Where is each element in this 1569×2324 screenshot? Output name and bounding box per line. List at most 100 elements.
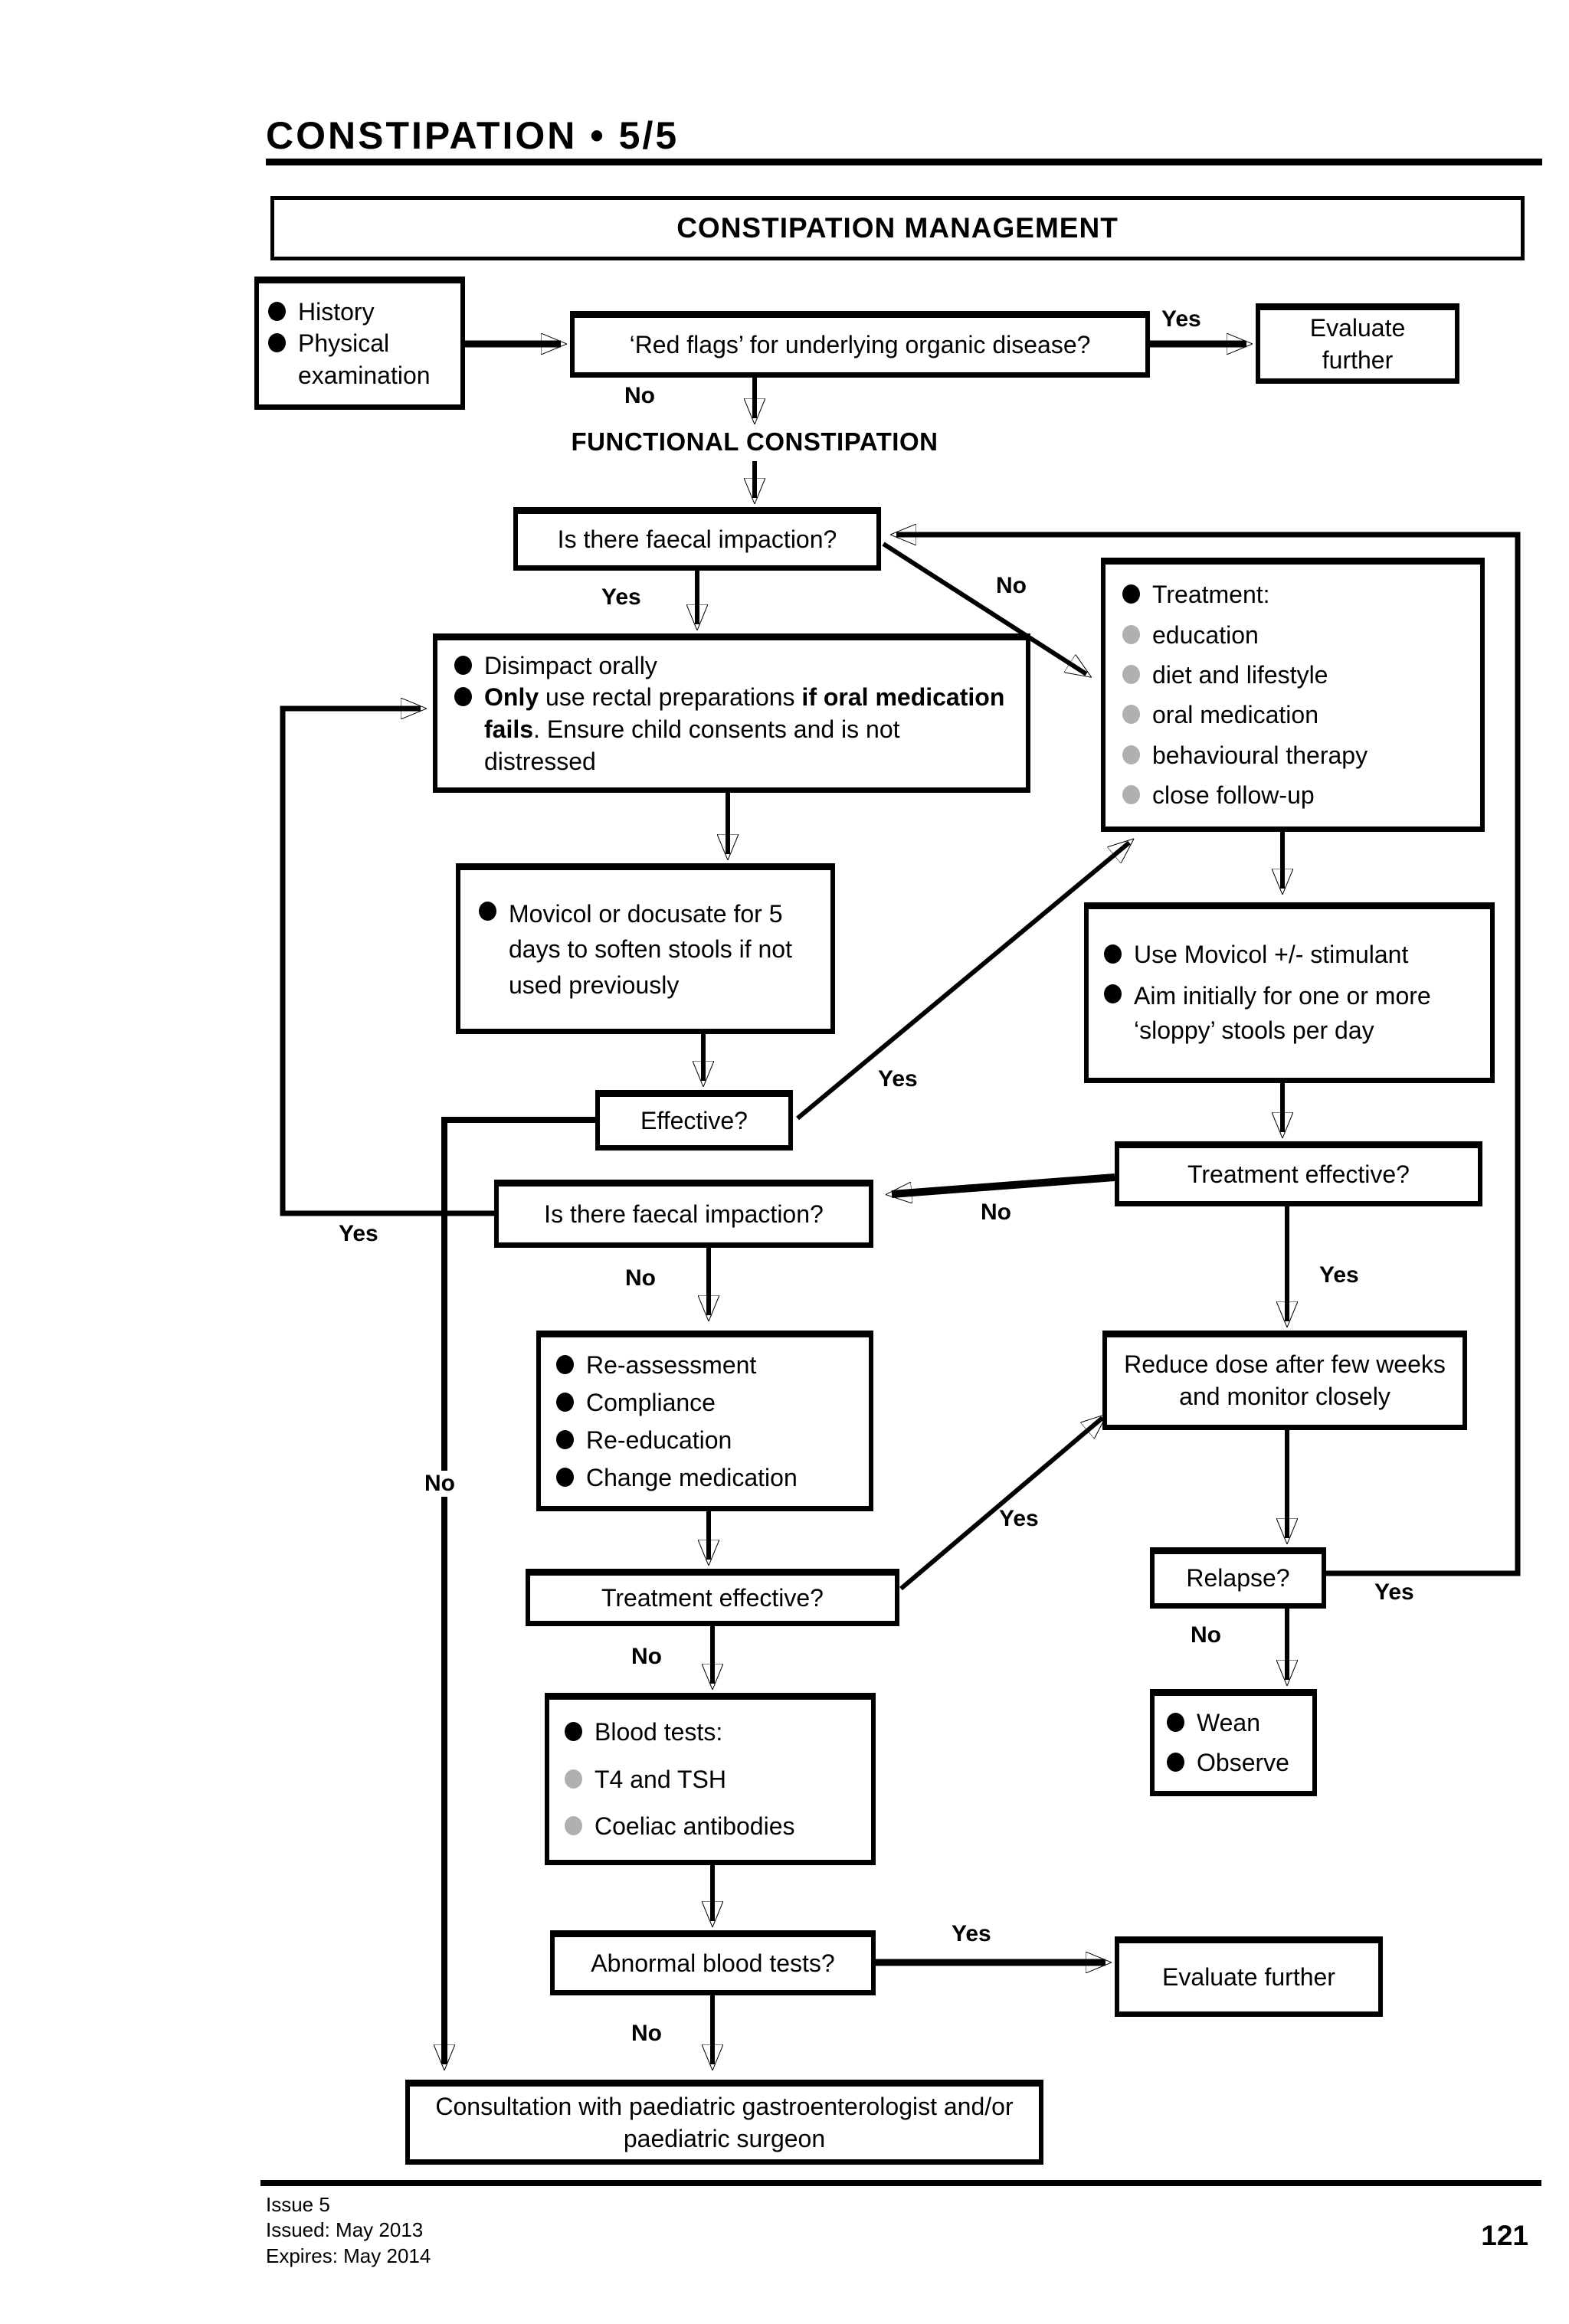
observe-item: Observe [1197, 1749, 1289, 1777]
bullet-icon [268, 333, 286, 353]
wean-item: Wean [1197, 1709, 1261, 1737]
node-abnormal-blood-tests: Abnormal blood tests? [550, 1930, 876, 1995]
bullet-icon [1167, 1753, 1184, 1772]
node-wean-observe: Wean Observe [1150, 1689, 1317, 1796]
list-item: diet and lifestyle [1122, 660, 1463, 692]
page-number: 121 [1481, 2220, 1528, 2251]
bold-text: Only [484, 683, 539, 712]
reduce-dose-text: Reduce dose after few weeks and monitor … [1124, 1350, 1446, 1410]
treatment-effective-mid-text: Treatment effective? [601, 1583, 824, 1612]
edge-teff-right-no [892, 1173, 1115, 1194]
physical-exam-item: Physical examination [298, 329, 431, 389]
banner-constipation-management: CONSTIPATION MANAGEMENT [270, 196, 1525, 260]
node-relapse: Relapse? [1150, 1547, 1326, 1609]
bullet-icon [1167, 1713, 1184, 1733]
list-item: Re-assessment [556, 1350, 853, 1382]
bullet-icon [556, 1354, 574, 1374]
edge-label-faecal2-yes: Yes [339, 1221, 378, 1246]
reassessment-item: Re-assessment [586, 1350, 757, 1379]
list-item: T4 and TSH [565, 1764, 856, 1796]
movicol-text: Movicol or docusate for 5 days to soften… [509, 899, 792, 999]
footer-rule [260, 2180, 1541, 2186]
node-history-examination: History Physical examination [254, 277, 465, 410]
edge-label-effective-yes: Yes [878, 1066, 918, 1092]
node-evaluate-further-top: Evaluate further [1256, 303, 1459, 384]
list-item: Compliance [556, 1387, 853, 1419]
edge-label-teff-right-no: No [981, 1200, 1011, 1225]
edge-label-effective-no: No [420, 1471, 460, 1497]
red-flags-text: ‘Red flags’ for underlying organic disea… [629, 330, 1091, 358]
node-use-movicol: Use Movicol +/- stimulant Aim initially … [1084, 902, 1495, 1083]
bullet-icon [1122, 624, 1140, 644]
edge-label-faecal1-yes: Yes [601, 584, 641, 610]
list-item: Coeliac antibodies [565, 1811, 856, 1843]
footer-issue: Issue 5 [266, 2193, 330, 2216]
page-title: CONSTIPATION • 5/5 [266, 114, 680, 157]
edge-label-relapse-yes: Yes [1374, 1579, 1414, 1605]
footer-issue-block: Issue 5 Issued: May 2013 Expires: May 20… [266, 2192, 431, 2269]
bold-text: if oral medication fails [484, 683, 1005, 743]
bullet-icon [1122, 785, 1140, 804]
list-item: Blood tests: [565, 1717, 856, 1749]
node-red-flags-question: ‘Red flags’ for underlying organic disea… [570, 311, 1150, 378]
bullet-icon [1104, 944, 1122, 964]
list-item: Treatment: [1122, 579, 1463, 611]
list-item: Observe [1167, 1747, 1300, 1779]
edge-label-abnormal-yes: Yes [952, 1921, 991, 1946]
edge-teff-mid-yes-diagonal [899, 1418, 1102, 1591]
list-item: Re-education [556, 1425, 853, 1457]
node-reassessment: Re-assessment Compliance Re-education Ch… [536, 1331, 873, 1511]
bullet-icon [454, 687, 472, 707]
blood-tests-lead: Blood tests: [595, 1718, 723, 1746]
list-item: Disimpact orally [454, 650, 1009, 682]
bullet-icon [1122, 665, 1140, 685]
relapse-text: Relapse? [1186, 1564, 1290, 1592]
list-item: Only use rectal preparations if oral med… [454, 682, 1009, 777]
abnormal-blood-text: Abnormal blood tests? [591, 1949, 835, 1977]
bullet-icon [565, 1722, 582, 1742]
change-medication-item: Change medication [586, 1463, 798, 1491]
bullet-icon [556, 1392, 574, 1412]
node-consultation: Consultation with paediatric gastroenter… [405, 2080, 1043, 2165]
node-faecal-impaction-1: Is there faecal impaction? [513, 507, 881, 571]
list-item: behavioural therapy [1122, 740, 1463, 772]
bullet-icon [565, 1816, 582, 1836]
plain-text: . Ensure child consents and is not distr… [484, 715, 900, 775]
node-effective: Effective? [595, 1090, 793, 1151]
history-item: History [298, 297, 375, 326]
node-treatment-effective-right: Treatment effective? [1115, 1141, 1482, 1206]
bullet-icon [1104, 984, 1122, 1003]
edge-label-teff-mid-no: No [631, 1644, 662, 1669]
node-evaluate-further-bottom: Evaluate further [1115, 1936, 1383, 2017]
bullet-icon [454, 655, 472, 675]
use-movicol-item: Use Movicol +/- stimulant [1134, 941, 1409, 969]
treatment-item: close follow-up [1152, 781, 1315, 809]
compliance-item: Compliance [586, 1388, 716, 1416]
node-blood-tests: Blood tests: T4 and TSH Coeliac antibodi… [545, 1693, 876, 1865]
edge-label-redflags-no: No [624, 383, 655, 408]
plain-text: use rectal preparations [539, 683, 802, 712]
node-movicol-docusate: Movicol or docusate for 5 days to soften… [456, 863, 835, 1034]
edge-label-teff-mid-yes: Yes [999, 1506, 1039, 1531]
functional-constipation-label: FUNCTIONAL CONSTIPATION [571, 427, 938, 456]
list-item: Use Movicol +/- stimulant [1104, 939, 1475, 971]
bullet-icon [268, 301, 286, 321]
node-treatment-effective-mid: Treatment effective? [526, 1569, 899, 1626]
evaluate-further-bottom-text: Evaluate further [1162, 1962, 1335, 1991]
reeducation-item: Re-education [586, 1425, 732, 1454]
list-item: education [1122, 620, 1463, 652]
title-rule [266, 159, 1542, 165]
disimpact-item: Disimpact orally [484, 651, 657, 679]
sloppy-stools-item: Aim initially for one or more ‘sloppy’ s… [1134, 982, 1431, 1044]
bullet-icon [556, 1467, 574, 1487]
footer-issued: Issued: May 2013 [266, 2218, 424, 2242]
coeliac-item: Coeliac antibodies [595, 1812, 795, 1841]
list-item: Movicol or docusate for 5 days to soften… [479, 896, 812, 1003]
effective-text: Effective? [640, 1106, 748, 1134]
edge-label-relapse-no: No [1191, 1622, 1221, 1648]
banner-label: CONSTIPATION MANAGEMENT [676, 212, 1119, 244]
bullet-icon [479, 901, 496, 921]
node-reduce-dose: Reduce dose after few weeks and monitor … [1102, 1331, 1467, 1430]
edge-label-redflags-yes: Yes [1161, 306, 1201, 332]
